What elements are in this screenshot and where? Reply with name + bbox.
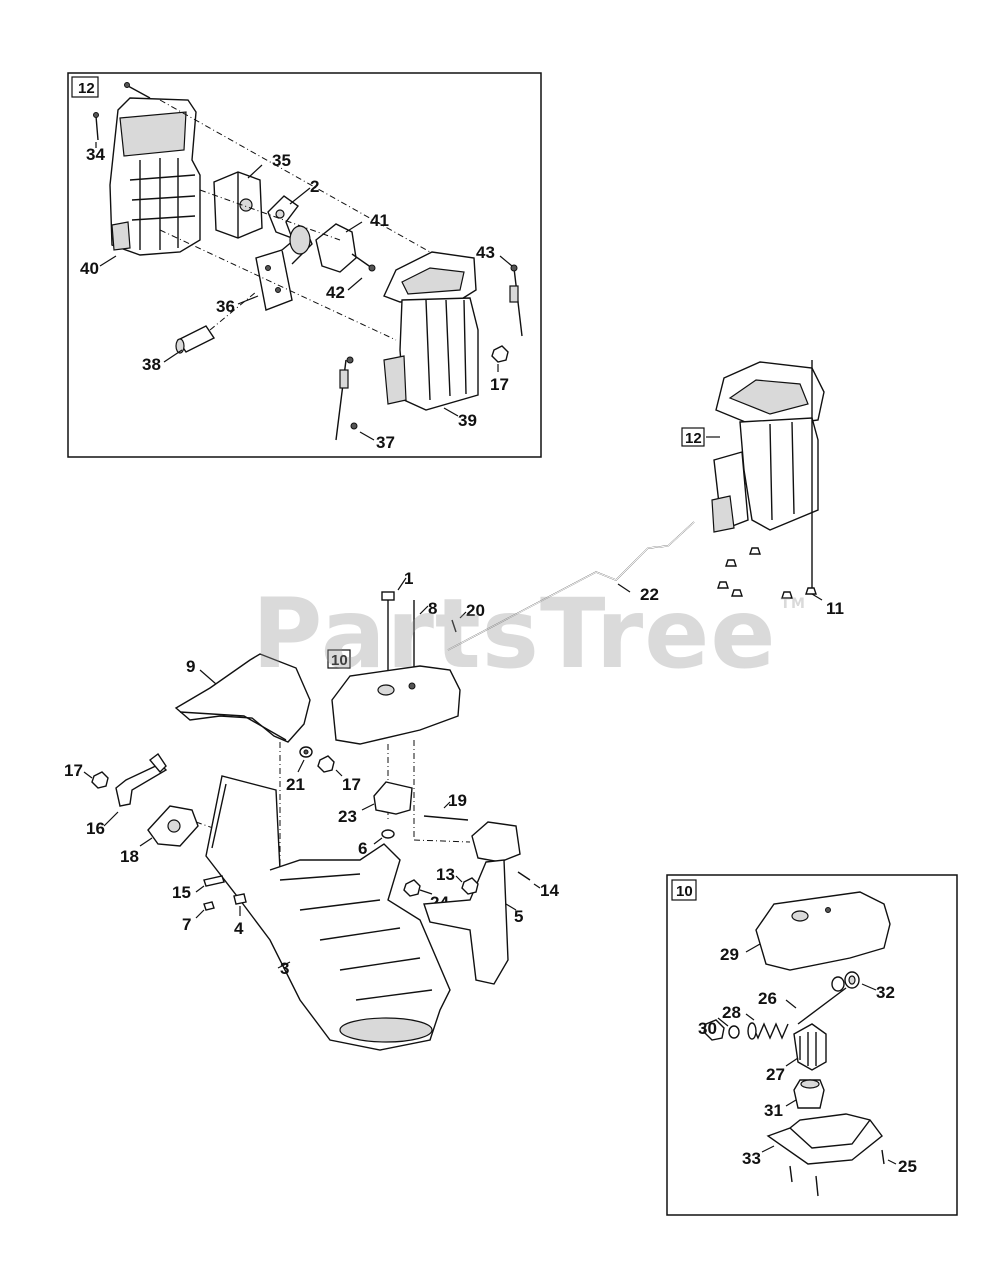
bracket-part-18: 18 [120, 805, 199, 866]
callout-13: 13 [436, 865, 455, 884]
chute-part-3: 3 [205, 775, 451, 1051]
callout-43: 43 [476, 243, 495, 262]
housing-left-part-40 [109, 97, 201, 256]
callout-17-chute: 17 [342, 775, 361, 794]
support-bracket-part-5: 5 [423, 821, 523, 985]
callout-37: 37 [376, 433, 395, 452]
coupling-part-38 [175, 325, 216, 354]
callout-15: 15 [172, 883, 191, 902]
gear-housing-part-35 [213, 171, 263, 239]
cable-part-37 [335, 356, 358, 441]
pin-part-14: 14 [517, 871, 559, 900]
inset-10-frame [666, 874, 958, 1216]
callout-14: 14 [540, 881, 559, 900]
callout-5: 5 [514, 907, 523, 926]
inset-12-alignment-lines [159, 99, 431, 341]
inset-10-tag: 10 [676, 883, 693, 900]
callout-36: 36 [216, 297, 235, 316]
bolt-part-7: 7 [182, 901, 215, 934]
washer-part-21: 21 [286, 746, 313, 794]
callout-38: 38 [142, 355, 161, 374]
callout-2: 2 [310, 177, 319, 196]
callout-7: 7 [182, 915, 191, 934]
callout-17-inset: 17 [490, 375, 509, 394]
callout-17-handle: 17 [64, 761, 83, 780]
callout-1: 1 [404, 569, 413, 588]
callout-25: 25 [898, 1157, 917, 1176]
washer-part-6: 6 [358, 829, 395, 858]
deflector-part-9: 9 [174, 653, 311, 743]
callout-22: 22 [640, 585, 659, 604]
callout-27: 27 [766, 1065, 785, 1084]
motor-part-41 [315, 223, 376, 273]
housing-right-part-39 [383, 251, 479, 411]
bracket-part-33: 33 [742, 1113, 883, 1197]
bolt-part-15: 15 [172, 875, 225, 902]
shaft-part-26: 26 [758, 987, 847, 1025]
washer-part-30: 30 [698, 1017, 740, 1041]
inset-12-leaders [95, 142, 513, 441]
pin-part-20: 20 [451, 601, 485, 633]
inset-12-tag-box [71, 76, 99, 98]
cable-part-43 [509, 264, 523, 337]
callout-28: 28 [722, 1003, 741, 1022]
screw-part-25: 25 [881, 1149, 917, 1176]
bolt-part-4: 4 [233, 893, 247, 938]
assembly-12-tag: 12 [685, 430, 702, 447]
callout-9: 9 [186, 657, 195, 676]
callout-33: 33 [742, 1149, 761, 1168]
inset-10-tag-box [671, 879, 697, 901]
nut-part-17-chute: 17 [317, 755, 361, 794]
callout-3: 3 [280, 959, 289, 978]
nut-part-17-handle: 17 [64, 761, 109, 789]
callout-19: 19 [448, 791, 467, 810]
callout-21: 21 [286, 775, 305, 794]
callout-40: 40 [80, 259, 99, 278]
callout-26: 26 [758, 989, 777, 1008]
gear-part-27: 27 [766, 1023, 827, 1084]
nut-part-17 [491, 345, 509, 363]
callout-23: 23 [338, 807, 357, 826]
assembly-12-installed: 12 11 [681, 360, 844, 618]
inset-assembly-10: 10 29 26 32 28 [666, 874, 958, 1216]
callout-30: 30 [698, 1019, 717, 1038]
motor-plate-part-36 [255, 225, 313, 311]
crank-rod-part-22: 22 [447, 521, 695, 651]
callout-34: 34 [86, 145, 105, 164]
callout-6: 6 [358, 839, 367, 858]
handle-part-16: 16 [86, 752, 168, 838]
callout-4: 4 [234, 919, 244, 938]
callout-16: 16 [86, 819, 105, 838]
cam-part-2 [267, 195, 299, 240]
callout-35: 35 [272, 151, 291, 170]
callout-41: 41 [370, 211, 389, 230]
bushing-part-31: 31 [764, 1079, 825, 1120]
nut-part-13: 13 [436, 865, 479, 895]
bolt-part-1: 1 [381, 569, 413, 680]
callout-32: 32 [876, 983, 895, 1002]
inset-12-tag: 12 [78, 80, 95, 97]
bracket-part-23: 23 [338, 781, 413, 826]
callout-11: 11 [826, 599, 844, 618]
callout-18: 18 [120, 847, 139, 866]
inset-12-frame [67, 72, 542, 458]
bolts-part-11 [717, 547, 817, 599]
pin-part-19: 19 [423, 791, 469, 821]
callout-42: 42 [326, 283, 345, 302]
assembly-10-tag: 10 [331, 652, 348, 669]
callout-8: 8 [428, 599, 437, 618]
screw-part-34 [93, 82, 151, 141]
callout-20: 20 [466, 601, 485, 620]
callout-39: 39 [458, 411, 477, 430]
callout-31: 31 [764, 1101, 783, 1120]
inset-assembly-12: 12 [67, 72, 542, 458]
washer-part-32: 32 [831, 971, 895, 1002]
cover-part-10: 10 [327, 649, 461, 745]
callout-29: 29 [720, 945, 739, 964]
cover-part-29: 29 [720, 891, 891, 971]
spring-part-28: 28 [722, 1003, 789, 1040]
